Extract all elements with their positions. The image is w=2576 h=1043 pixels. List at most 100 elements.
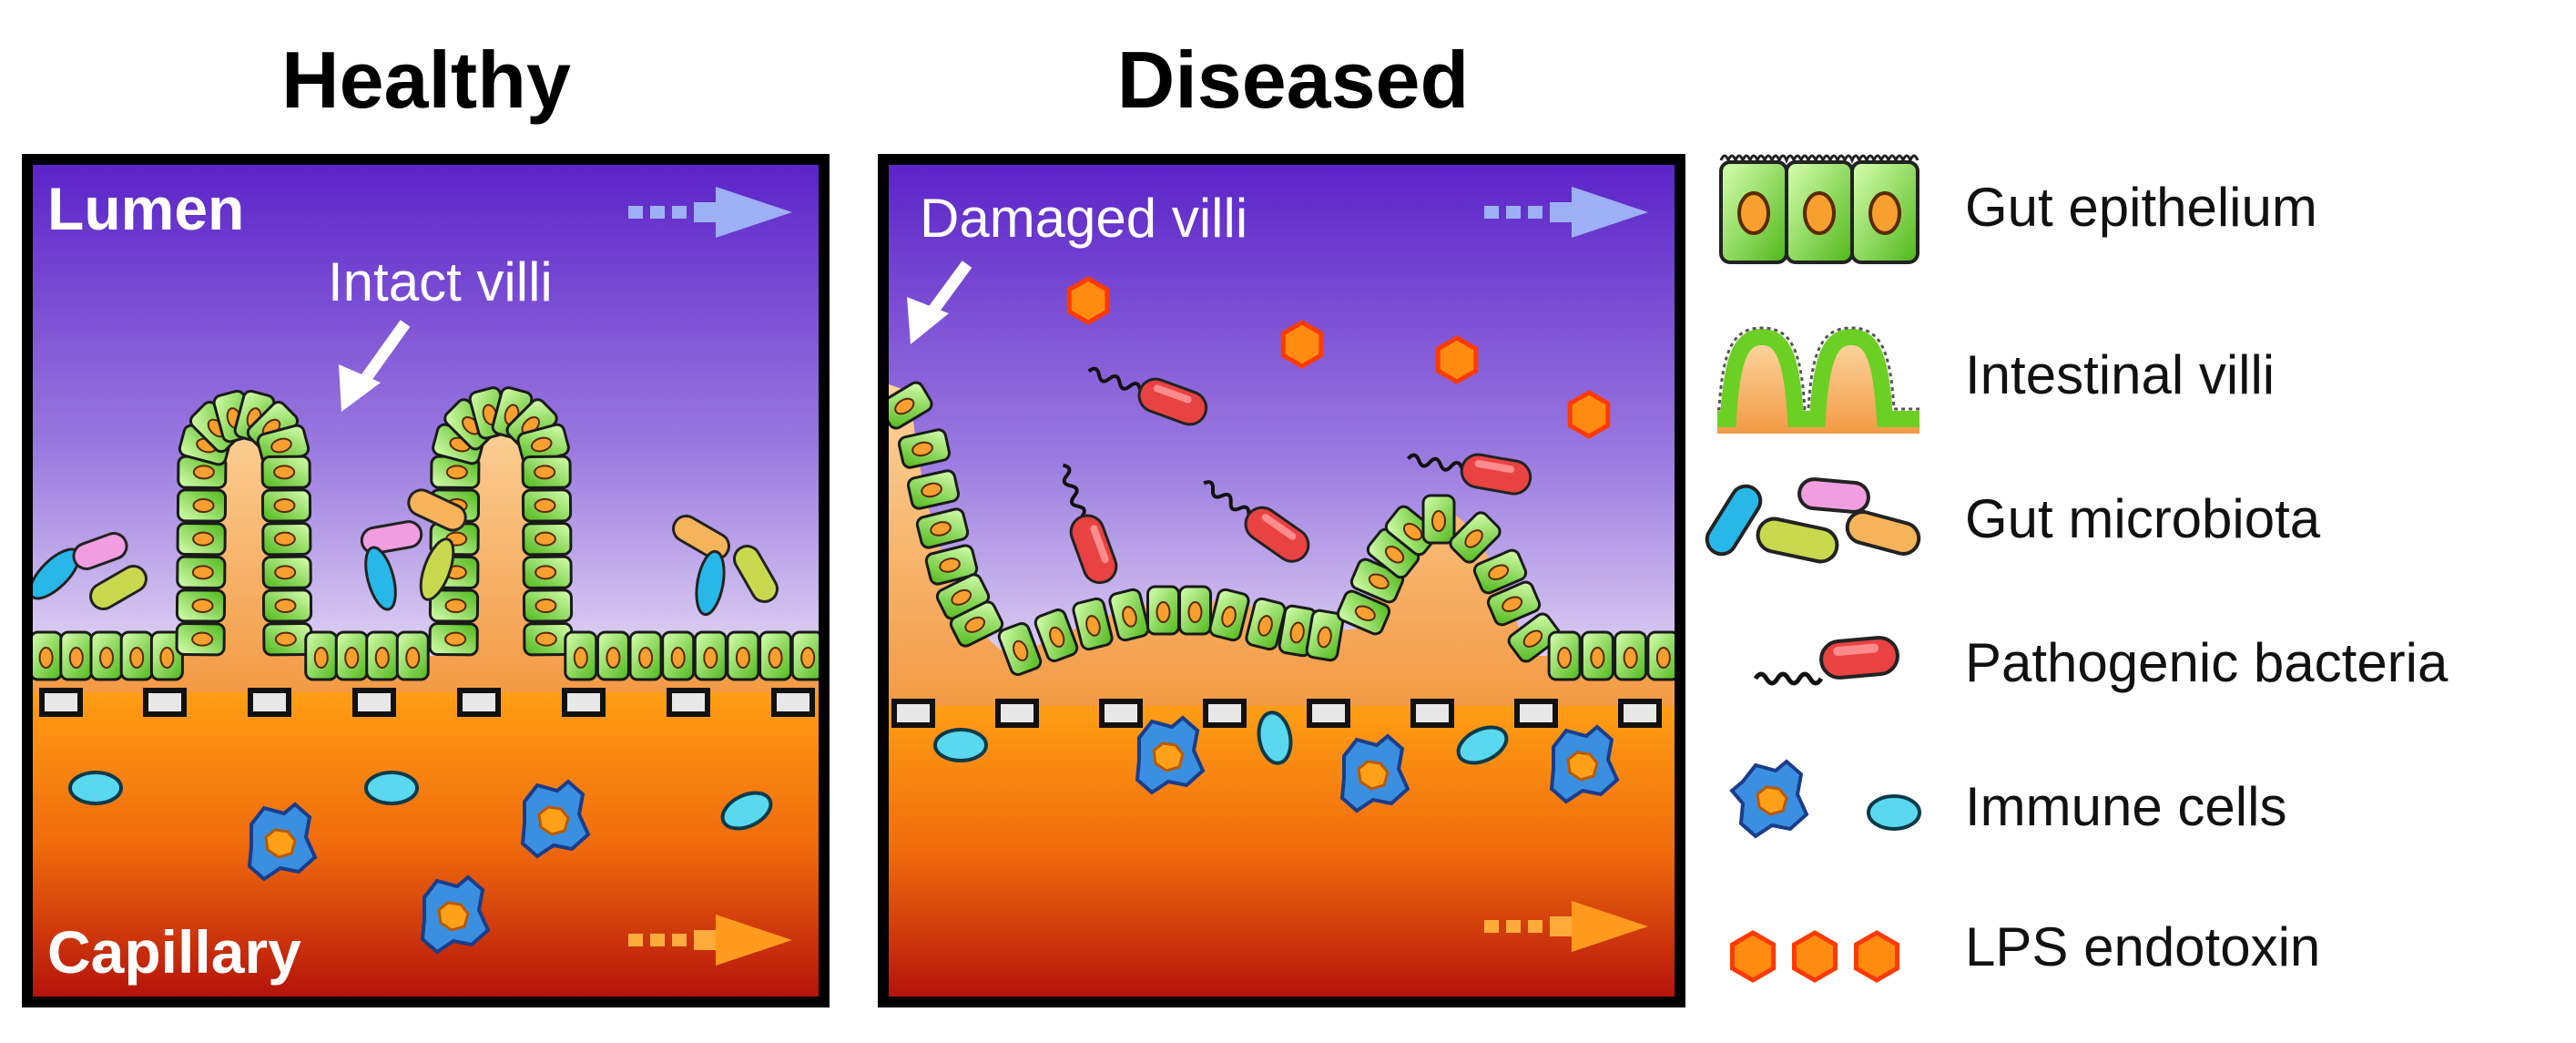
gut-epithelium-icon [1719, 154, 1919, 264]
healthy-epithelium [29, 386, 824, 681]
epithelial-cell [523, 622, 574, 657]
microbe [364, 546, 397, 611]
pathogen [1203, 480, 1310, 563]
tight-junction [891, 699, 935, 728]
epithelial-cell [334, 630, 369, 681]
microbe [672, 515, 730, 560]
epithelial-cell [176, 522, 227, 557]
epithelial-cell [906, 469, 961, 510]
epithelial-cell [428, 588, 480, 623]
epithelial-cell [119, 630, 154, 681]
tight-junction [248, 688, 291, 717]
epithelial-cell [262, 622, 313, 657]
lps-hexagon [1730, 930, 1776, 983]
tight-junction [1410, 699, 1454, 728]
lumen-flow-arrow [628, 187, 792, 238]
pathogen [1087, 366, 1208, 426]
legend-label-immune-cells: Immune cells [1965, 776, 2286, 837]
epithelial-cell [149, 630, 184, 681]
immune-cell-large [420, 874, 491, 955]
epithelial-cell [1614, 630, 1648, 681]
healthy-microbiota [28, 488, 779, 617]
healthy-capillary [27, 692, 824, 1002]
microbe [72, 532, 128, 570]
epithelial-cell [59, 630, 94, 681]
legend-label-gut-microbiota: Gut microbiota [1965, 488, 2321, 549]
epithelial-cell [1384, 505, 1439, 557]
epithelial-cell [1146, 585, 1180, 636]
immune-cell-small [720, 791, 773, 831]
epithelial-cell [89, 630, 124, 681]
tight-junction [1203, 699, 1247, 728]
tight-junction [1618, 699, 1662, 728]
diseased-pathogens [1062, 366, 1532, 585]
epithelial-cell [304, 630, 339, 681]
tight-junction [39, 688, 83, 717]
epithelial-cell [175, 588, 227, 623]
legend-label-gut-epithelium: Gut epithelium [1965, 177, 2317, 238]
lps-hexagon [1854, 930, 1899, 983]
epithelial-cell [29, 630, 64, 681]
immune-cell-large [1339, 733, 1410, 813]
epithelial-cell [521, 488, 573, 523]
immune-cell-small [933, 728, 988, 762]
epithelial-cell [1366, 527, 1420, 579]
healthy-lumen [27, 159, 824, 692]
epithelial-cell [1305, 608, 1345, 662]
epithelial-cell [1507, 612, 1562, 663]
pathogen [1406, 453, 1532, 496]
epithelial-cell [596, 630, 630, 681]
lumen-label: Lumen [47, 175, 244, 242]
diseased-immune-cells [933, 711, 1620, 813]
epithelial-cell [915, 507, 970, 549]
tight-junction [995, 699, 1039, 728]
legend-label-intestinal-villi: Intestinal villi [1965, 344, 2275, 405]
epithelial-cell [759, 630, 793, 681]
diseased-capillary-flow-arrow [1484, 901, 1648, 952]
diseased-title: Diseased [1117, 35, 1469, 125]
epithelial-cell [522, 522, 573, 557]
microbe [407, 488, 467, 532]
microbe [360, 520, 423, 555]
legend: Gut epithelium Intestinal villi Gut micr… [1705, 154, 2449, 983]
diseased-epithelium [883, 381, 1680, 681]
capillary-flow-arrow [628, 915, 792, 966]
epithelial-cell [1646, 630, 1680, 681]
epithelial-cell [261, 522, 312, 557]
epithelial-cell [1547, 630, 1582, 681]
pathogen [1062, 463, 1118, 585]
epithelial-cell [1108, 588, 1150, 642]
epithelial-cell [1178, 585, 1212, 636]
immune-cell-small [68, 771, 123, 805]
lps-hexagon [1280, 320, 1324, 369]
epithelial-cell [935, 573, 991, 620]
immune-cell-large [1549, 724, 1620, 804]
epithelial-cell [428, 622, 479, 657]
epithelial-cell [261, 588, 313, 623]
healthy-panel [27, 159, 824, 1002]
immune-cell-large [1135, 715, 1206, 795]
diseased-lumen-flow-arrow [1484, 187, 1648, 238]
epithelial-cell [1245, 597, 1287, 651]
epithelial-cell [924, 544, 979, 586]
epithelial-cell [261, 555, 312, 589]
healthy-immune-cells [68, 771, 773, 955]
diseased-tight-junctions [891, 699, 1662, 728]
epithelial-cell [883, 381, 933, 430]
epithelial-cell [897, 428, 952, 469]
immune-cell-small [1456, 725, 1509, 765]
gut-microbiota-icon [1705, 477, 1921, 564]
lps-endotoxin-icon [1730, 930, 1899, 983]
pathogenic-bacteria-icon [1753, 636, 1899, 686]
lps-hexagon [1066, 276, 1110, 325]
microbe [419, 537, 455, 601]
tight-junction [562, 688, 606, 717]
immune-cells-icon [1729, 759, 1921, 839]
epithelial-cell [693, 630, 728, 681]
epithelial-cell [949, 600, 1004, 648]
epithelial-cell [564, 630, 598, 681]
epithelial-cell [628, 630, 663, 681]
epithelial-cell [175, 622, 226, 657]
epithelial-cell [1472, 548, 1528, 595]
